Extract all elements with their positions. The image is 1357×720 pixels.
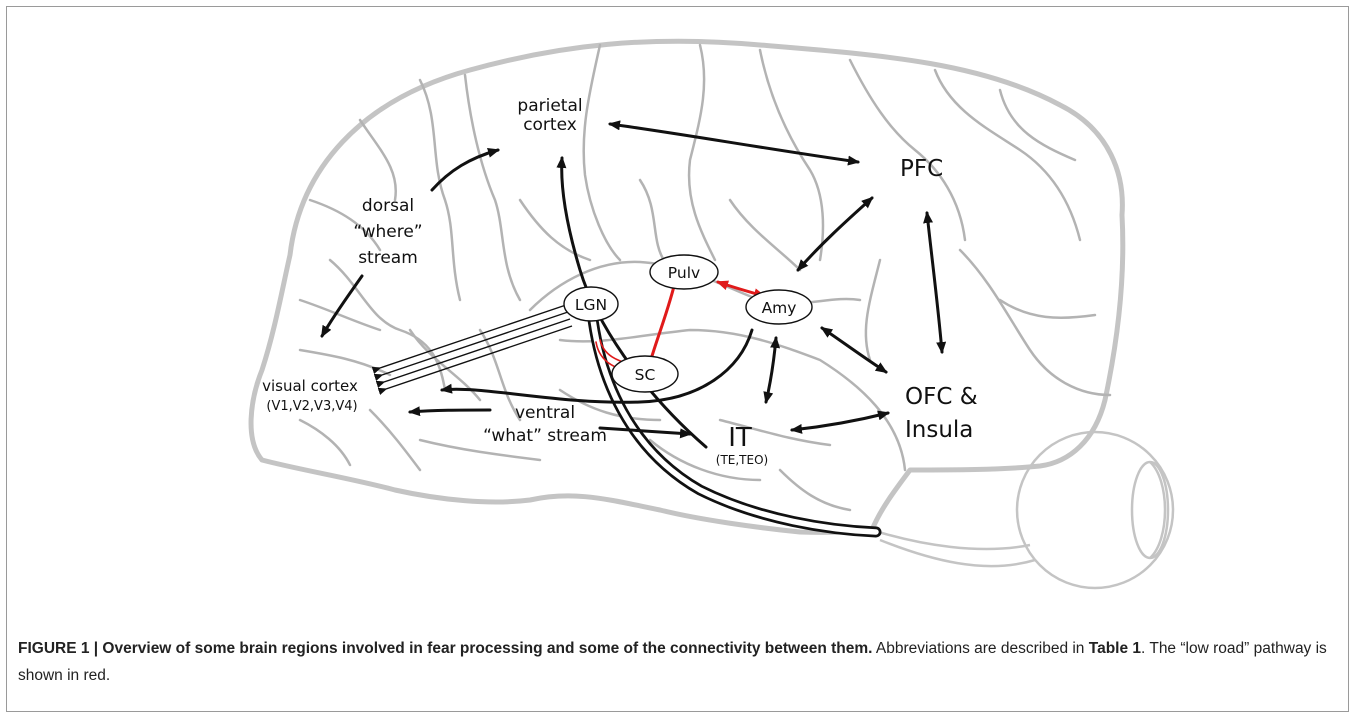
dorsal-label-3: stream: [358, 248, 418, 268]
caption-text-2: . The “low road” pathway is shown in red…: [18, 640, 1327, 684]
node-lgn-label: LGN: [575, 296, 607, 314]
it-label: IT: [728, 423, 752, 453]
parietal-label-2: cortex: [523, 115, 577, 135]
figure-caption: FIGURE 1 | Overview of some brain region…: [18, 635, 1338, 689]
node-lgn: LGN: [563, 286, 619, 322]
it-sublabel: (TE,TEO): [716, 453, 768, 467]
retina-lgn-pathway: [586, 306, 882, 538]
ofc-label-1: OFC &: [905, 384, 978, 410]
visual-cortex-sublabel: (V1,V2,V3,V4): [266, 399, 357, 414]
lgn-visual-arrows: [371, 304, 573, 395]
dorsal-label-1: dorsal: [362, 196, 414, 216]
node-sc-label: SC: [635, 366, 656, 384]
caption-label: FIGURE 1 | Overview of some brain region…: [18, 640, 873, 657]
brain-outline: [248, 38, 1126, 535]
connection-arrows: [320, 120, 947, 449]
eye-diagram: [871, 430, 1175, 590]
node-pulv: Pulv: [649, 254, 719, 290]
node-sc: SC: [611, 355, 679, 393]
ventral-label-2: “what” stream: [483, 426, 607, 446]
node-amy-label: Amy: [762, 299, 797, 317]
ventral-label-1: ventral: [515, 403, 575, 423]
node-pulv-label: Pulv: [668, 264, 700, 282]
parietal-label-1: parietal: [517, 96, 582, 116]
dorsal-label-2: “where”: [353, 222, 422, 242]
caption-table-ref[interactable]: Table 1: [1088, 640, 1142, 657]
node-amy: Amy: [745, 289, 813, 325]
caption-text-1: Abbreviations are described in: [872, 640, 1089, 657]
visual-cortex-label: visual cortex: [262, 377, 358, 395]
pfc-label: PFC: [900, 156, 943, 182]
ofc-label-2: Insula: [905, 417, 973, 443]
